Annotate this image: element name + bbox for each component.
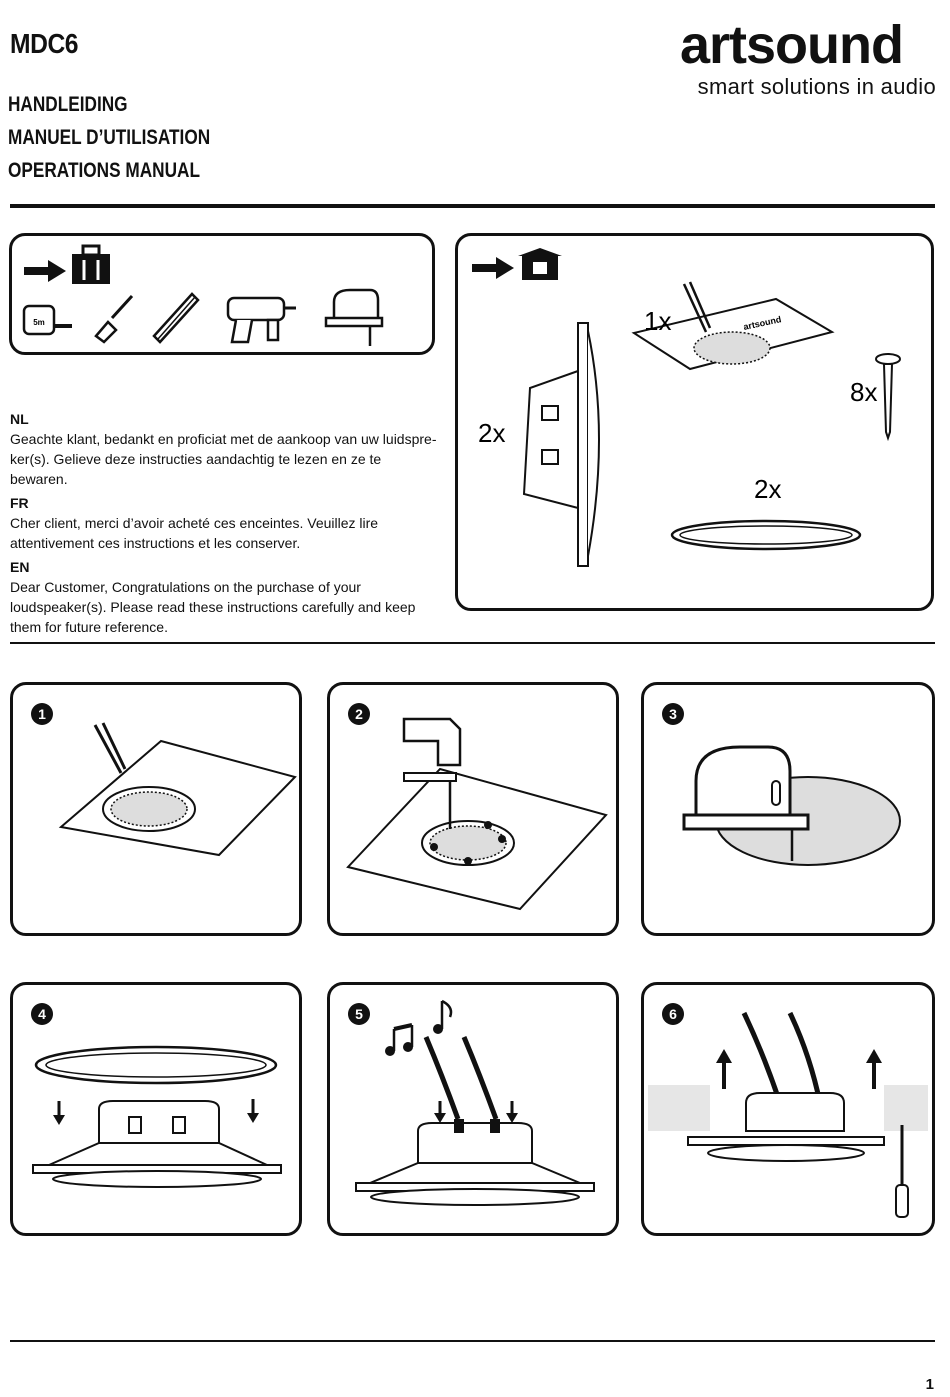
arrow-up-icon	[866, 1049, 882, 1089]
step-number: 5	[348, 1003, 370, 1025]
arrow-up-icon	[716, 1049, 732, 1089]
intro-text: NL Geachte klant, bedankt en proficiat m…	[10, 405, 440, 637]
speaker-qty: 2x	[478, 418, 505, 448]
music-note-icon	[385, 1023, 414, 1056]
brand-tagline: smart solutions in audio	[697, 74, 936, 99]
brand-wordmark: artsound	[680, 15, 904, 75]
page-number: 1	[925, 1376, 934, 1393]
manual-titles: HANDLEIDING MANUEL D’UTILISATION OPERATI…	[8, 88, 255, 187]
step-6-panel: 6	[641, 982, 935, 1236]
template-qty: 1x	[644, 306, 671, 336]
trim-ring	[34, 1045, 278, 1085]
lang-label-en: EN	[10, 559, 30, 575]
model-name: MDC6	[10, 28, 79, 59]
speaker-cable	[423, 1036, 499, 1120]
screwdriver-icon	[895, 1125, 909, 1218]
brand-logo: artsound smart solutions in audio	[680, 14, 936, 104]
toolbox-icon	[72, 244, 110, 284]
title-en: OPERATIONS MANUAL	[8, 159, 200, 182]
footer-divider	[10, 1340, 935, 1342]
lang-label-nl: NL	[10, 411, 29, 427]
intro-nl: Geachte klant, bedankt en proficiat met …	[10, 431, 437, 487]
arrow-right-icon	[472, 257, 514, 279]
intro-fr: Cher client, merci d’avoir acheté ces en…	[10, 515, 379, 551]
pencil-icon	[93, 722, 127, 774]
lang-label-fr: FR	[10, 495, 29, 511]
step-number: 6	[662, 1003, 684, 1025]
step-number: 1	[31, 703, 53, 725]
step-4-panel: 4	[10, 982, 302, 1236]
box-icon	[518, 248, 562, 280]
drill-icon	[226, 296, 296, 344]
step-1-panel: 1	[10, 682, 302, 936]
arrow-right-icon	[24, 260, 66, 282]
header-divider	[10, 204, 935, 208]
title-fr: MANUEL D’UTILISATION	[8, 126, 211, 149]
arrow-down-icon	[434, 1101, 446, 1123]
template-sheet	[58, 739, 297, 857]
speaker-side-view	[687, 1092, 885, 1162]
speaker-side-view	[32, 1100, 282, 1188]
template-sheet: artsound	[631, 281, 835, 371]
tape-label: 5m	[33, 318, 45, 327]
template-sheet	[346, 767, 608, 911]
tools-panel: 5m	[9, 233, 435, 355]
speaker-side-view	[355, 1119, 595, 1206]
speaker-side-view	[522, 322, 600, 567]
step-number: 4	[31, 1003, 53, 1025]
screw-qty: 8x	[850, 377, 877, 407]
step-2-panel: 2	[327, 682, 619, 936]
speaker-cable	[741, 1011, 823, 1104]
arrow-down-icon	[247, 1099, 259, 1123]
screwdriver-icon	[94, 294, 134, 344]
step-5-panel: 5	[327, 982, 619, 1236]
tape-measure-icon: 5m	[22, 304, 72, 336]
title-nl: HANDLEIDING	[8, 93, 128, 116]
step-number: 2	[348, 703, 370, 725]
music-note-icon	[433, 999, 453, 1034]
section-divider	[10, 642, 935, 644]
screw-icon	[875, 353, 901, 442]
arrow-down-icon	[506, 1101, 518, 1123]
intro-en: Dear Customer, Congratulations on the pu…	[10, 579, 416, 635]
jigsaw-icon	[682, 745, 810, 861]
step-3-panel: 3	[641, 682, 935, 936]
step-number: 3	[662, 703, 684, 725]
ceiling-hatch	[648, 1085, 928, 1131]
ring-qty: 2x	[754, 474, 781, 504]
trim-ring	[670, 519, 862, 551]
contents-panel: artsound 1x 2x 8x 2x	[455, 233, 934, 611]
arrow-down-icon	[53, 1101, 65, 1125]
pencil-icon	[152, 292, 200, 344]
jigsaw-icon	[324, 288, 384, 346]
drill-icon	[402, 717, 462, 829]
